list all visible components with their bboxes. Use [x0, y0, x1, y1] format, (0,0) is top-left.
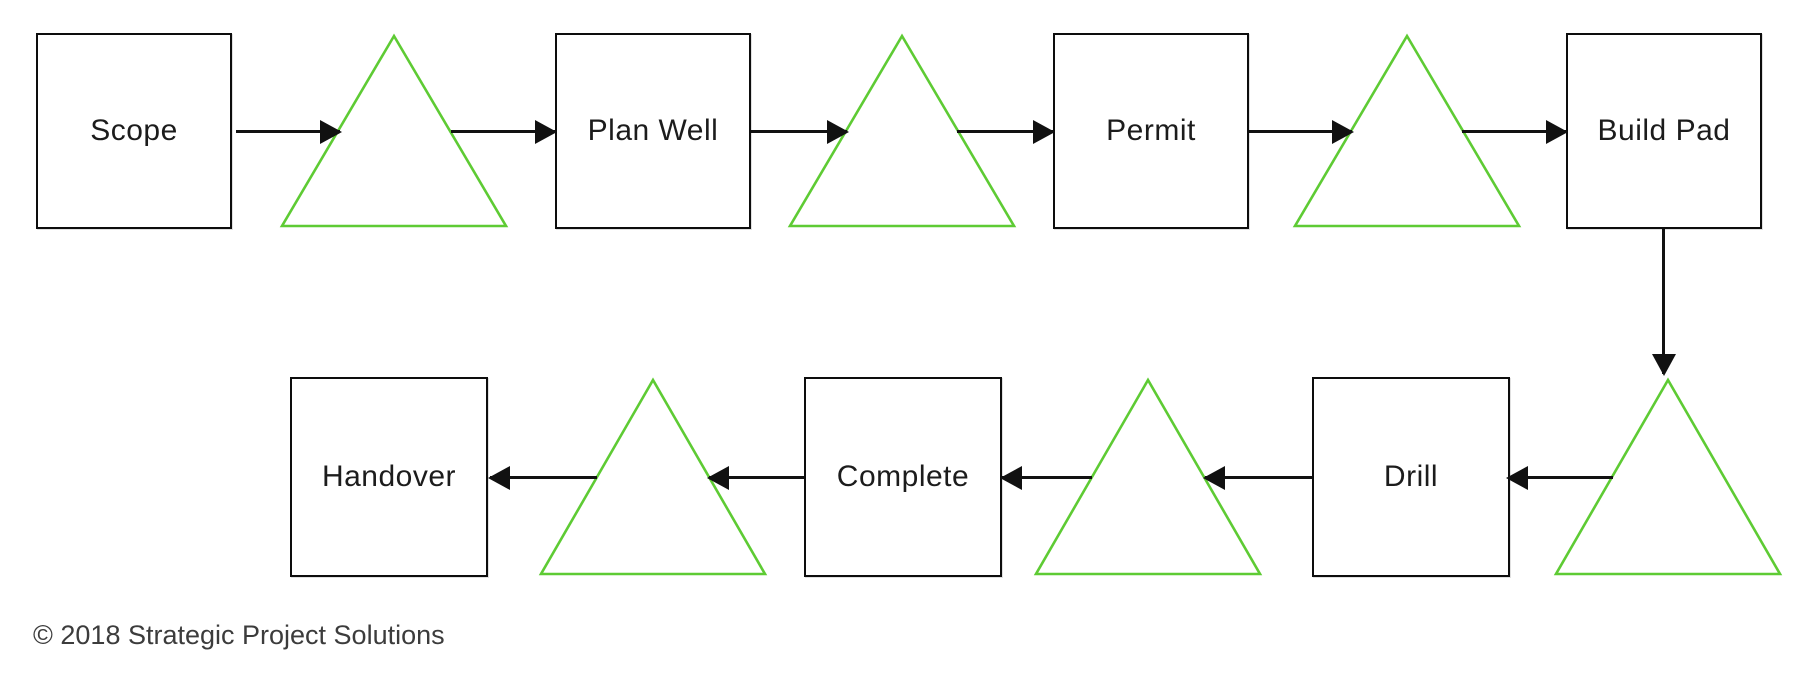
copyright-notice: © 2018 Strategic Project Solutions — [33, 620, 445, 650]
flow-arrow-plan-well-to-gate2 — [751, 119, 849, 144]
flow-arrow-complete-to-gate4 — [707, 465, 804, 490]
flow-arrow-gate6-to-drill — [1506, 465, 1613, 490]
arrowhead-right-icon — [1546, 119, 1568, 144]
arrowhead-right-icon — [1033, 119, 1055, 144]
stage-label-drill: Drill — [1383, 460, 1439, 493]
arrowhead-left-icon — [1000, 465, 1022, 490]
stage-label-handover: Handover — [321, 460, 457, 493]
stage-box-complete: Complete — [804, 377, 1002, 577]
stage-box-drill: Drill — [1312, 377, 1510, 577]
arrowhead-left-icon — [1506, 465, 1528, 490]
stage-box-plan-well: Plan Well — [555, 33, 751, 229]
arrowhead-down-icon — [1651, 354, 1676, 376]
arrowhead-left-icon — [707, 465, 729, 490]
stage-label-build-pad: Build Pad — [1597, 114, 1731, 147]
stage-label-scope: Scope — [90, 114, 178, 147]
stage-box-permit: Permit — [1053, 33, 1249, 229]
arrowhead-right-icon — [827, 119, 849, 144]
stage-box-scope: Scope — [36, 33, 232, 229]
arrowhead-right-icon — [1332, 119, 1354, 144]
flow-arrow-scope-to-gate1 — [236, 119, 342, 144]
stage-box-build-pad: Build Pad — [1566, 33, 1762, 229]
stage-label-permit: Permit — [1106, 114, 1196, 147]
flow-arrow-gate3-to-build-pad — [1462, 119, 1568, 144]
arrowhead-left-icon — [488, 465, 510, 490]
flow-arrow-gate2-to-permit — [957, 119, 1055, 144]
stage-box-handover: Handover — [290, 377, 488, 577]
arrowhead-right-icon — [320, 119, 342, 144]
stage-label-plan-well: Plan Well — [587, 114, 719, 147]
stage-label-complete: Complete — [836, 460, 970, 493]
flow-arrow-drill-to-gate5 — [1203, 465, 1312, 490]
flow-arrow-gate5-to-complete — [1000, 465, 1092, 490]
arrowhead-right-icon — [535, 119, 557, 144]
arrowhead-left-icon — [1203, 465, 1225, 490]
flow-arrow-permit-to-gate3 — [1249, 119, 1354, 144]
flow-arrow-gate4-to-handover — [488, 465, 597, 490]
flow-arrow-gate1-to-plan-well — [451, 119, 557, 144]
flow-arrow-build-pad-to-gate6 — [1651, 229, 1676, 376]
